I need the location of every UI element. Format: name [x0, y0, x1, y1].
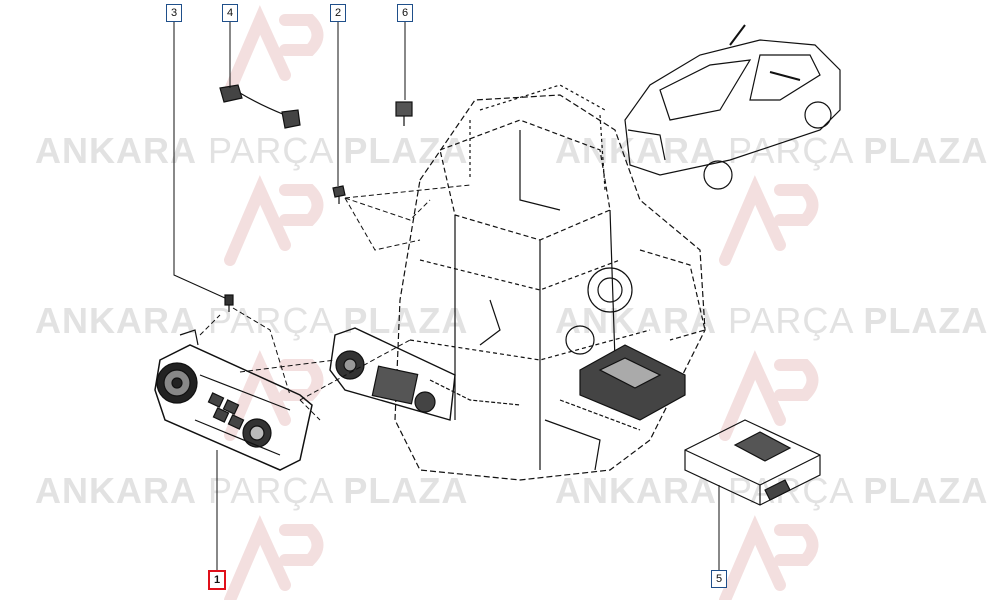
control-module — [684, 419, 821, 506]
watermark-logo — [224, 5, 324, 96]
harness-connector — [219, 84, 301, 129]
callout-2[interactable]: 2 — [330, 4, 346, 22]
callout-6[interactable]: 6 — [397, 4, 413, 22]
watermark-text: ANKARA PARÇA PLAZA — [35, 300, 469, 341]
watermark-text: ANKARA PARÇA PLAZA — [35, 130, 469, 171]
leader-lines-dashed — [199, 184, 471, 421]
leader-lines — [173, 18, 720, 570]
watermark-text: ANKARA PARÇA PLAZA — [555, 300, 989, 341]
module-mounted — [579, 344, 686, 421]
watermark-text: ANKARA PARÇA PLAZA — [555, 130, 989, 171]
watermark-text: ANKARA PARÇA PLAZA — [555, 470, 989, 511]
watermark-logo — [224, 175, 324, 266]
sedan-vehicle — [624, 24, 841, 190]
callout-5[interactable]: 5 — [711, 570, 727, 588]
screw-panel — [224, 294, 234, 312]
panel-mounted — [329, 327, 456, 421]
watermark-text: ANKARA PARÇA PLAZA — [35, 470, 469, 511]
climate-control-panel — [154, 329, 313, 471]
hvac-unit — [394, 84, 706, 481]
callout-4[interactable]: 4 — [222, 4, 238, 22]
callout-3[interactable]: 3 — [166, 4, 182, 22]
watermark-logo — [719, 350, 819, 441]
watermark-logo — [719, 175, 819, 266]
temperature-sensor — [395, 101, 413, 126]
watermark-logo — [224, 515, 324, 600]
callout-1[interactable]: 1 — [208, 570, 226, 590]
watermark-logo — [719, 515, 819, 600]
screw-hvac — [332, 185, 346, 204]
